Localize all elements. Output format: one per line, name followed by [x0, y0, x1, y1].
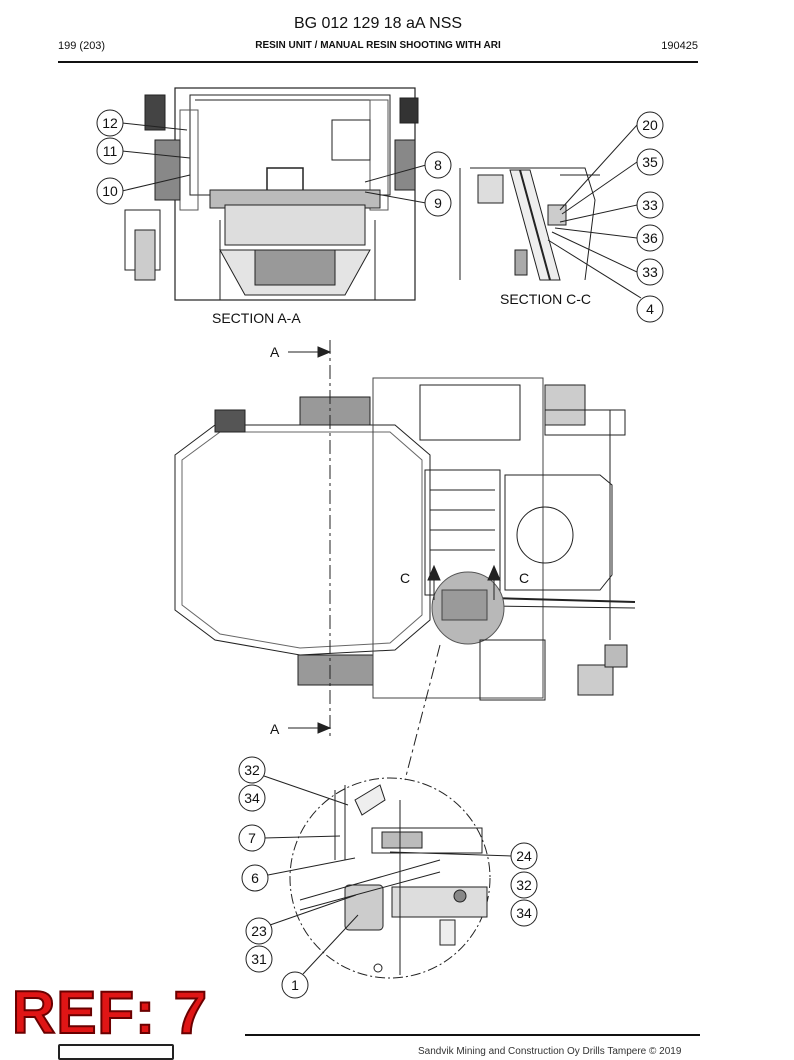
- callout-9: 9: [424, 189, 452, 217]
- svg-text:34: 34: [516, 905, 532, 921]
- callout-6: 6: [241, 864, 269, 892]
- callout-31: 31: [245, 945, 273, 973]
- callout-34b: 34: [510, 899, 538, 927]
- svg-text:32: 32: [516, 877, 532, 893]
- svg-text:1: 1: [291, 977, 299, 993]
- svg-text:32: 32: [244, 762, 260, 778]
- callout-32: 32: [238, 756, 266, 784]
- plan-view: [174, 340, 636, 740]
- callout-20: 20: [636, 111, 664, 139]
- callout-33: 33: [636, 191, 664, 219]
- footer-divider: [245, 1034, 700, 1036]
- callout-24: 24: [510, 842, 538, 870]
- callouts: [121, 122, 642, 975]
- svg-text:9: 9: [434, 195, 442, 211]
- callout-36: 36: [636, 224, 664, 252]
- svg-text:31: 31: [251, 951, 267, 967]
- date-code: 190425: [661, 40, 698, 52]
- section-cc-label: SECTION C-C: [500, 291, 591, 307]
- page-number: 199 (203): [58, 40, 106, 52]
- detail-view: [289, 777, 491, 979]
- callout-1: 1: [281, 971, 309, 999]
- svg-text:8: 8: [434, 157, 442, 173]
- callout-12: 12: [96, 109, 124, 137]
- section-aa-label: SECTION A-A: [212, 310, 301, 326]
- svg-text:6: 6: [251, 870, 259, 886]
- cut-a-bottom-label: A: [270, 721, 280, 737]
- svg-text:11: 11: [103, 143, 118, 159]
- svg-text:34: 34: [244, 790, 260, 806]
- page-title: RESIN UNIT / MANUAL RESIN SHOOTING WITH …: [255, 40, 501, 51]
- ref-overlay-label: REF: 7: [11, 979, 209, 1046]
- callout-10: 10: [96, 177, 124, 205]
- callout-23: 23: [245, 917, 273, 945]
- header-divider: [58, 61, 698, 63]
- svg-text:7: 7: [248, 830, 256, 846]
- footer-copyright: Sandvik Mining and Construction Oy Drill…: [418, 1046, 682, 1057]
- callout-32b: 32: [510, 871, 538, 899]
- section-aa-view: [124, 87, 419, 301]
- cut-a-top-label: A: [270, 344, 280, 360]
- section-cc-view: [459, 167, 600, 281]
- svg-text:23: 23: [251, 923, 267, 939]
- document-number: BG 012 129 18 aA NSS: [293, 15, 463, 32]
- svg-text:24: 24: [516, 848, 532, 864]
- svg-text:35: 35: [642, 154, 658, 170]
- svg-text:10: 10: [102, 183, 118, 199]
- svg-text:33: 33: [642, 197, 658, 213]
- callout-11: 11: [96, 137, 124, 165]
- callout-7: 7: [238, 824, 266, 852]
- svg-text:4: 4: [646, 301, 654, 317]
- cut-c-left-label: C: [400, 570, 410, 586]
- sandvik-logo: [58, 1044, 174, 1060]
- svg-text:36: 36: [642, 230, 658, 246]
- callout-8: 8: [424, 151, 452, 179]
- callout-4: 4: [636, 295, 664, 323]
- cut-c-right-label: C: [519, 570, 529, 586]
- svg-text:12: 12: [102, 115, 118, 131]
- svg-text:20: 20: [642, 117, 658, 133]
- callout-35: 35: [636, 148, 664, 176]
- callout-33b: 33: [636, 258, 664, 286]
- svg-text:33: 33: [642, 264, 658, 280]
- detail-leader: [404, 644, 441, 781]
- callout-34: 34: [238, 784, 266, 812]
